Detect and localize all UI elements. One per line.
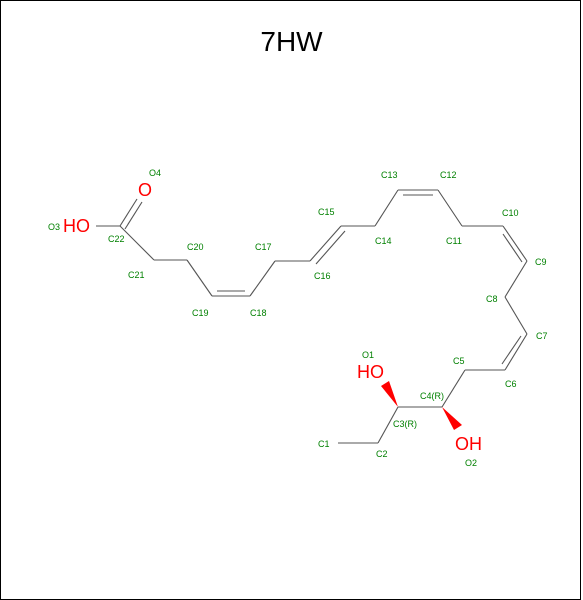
atom-label-c7: C7	[536, 331, 548, 341]
atom-label-c3: C3(R)	[393, 419, 417, 429]
bond-lines	[96, 189, 528, 444]
bond-c16-c15-b	[315, 230, 346, 265]
atom-label-o1: O1	[362, 350, 374, 360]
bond-c12-c11	[437, 189, 463, 227]
bond-c18-c17	[249, 260, 276, 297]
bond-c7-c6-a	[504, 333, 528, 371]
atom-label-o3: O3	[48, 222, 60, 232]
molecule-title: 7HW	[260, 26, 323, 57]
atom-label-c15: C15	[318, 207, 335, 217]
bond-c10-c9-a	[502, 225, 528, 262]
atom-labels: O1 O2 O3 O4 C1 C2 C3(R) C4(R) C5 C6 C7 C…	[48, 168, 548, 468]
bond-c9-c8	[504, 260, 528, 298]
stereo-wedges	[381, 381, 462, 430]
atom-label-c10: C10	[502, 208, 519, 218]
atom-label-c5: C5	[453, 356, 465, 366]
atom-label-c4: C4(R)	[420, 391, 444, 401]
bond-c20-c19	[186, 259, 213, 297]
bond-c8-c7	[504, 296, 528, 335]
hydroxyl-o2-label: OH	[455, 434, 482, 454]
atom-label-c20: C20	[187, 242, 204, 252]
bond-c3-c2	[377, 406, 399, 444]
bond-c5-c4	[441, 369, 466, 408]
atom-label-c21: C21	[128, 270, 145, 280]
atom-label-c19: C19	[192, 308, 209, 318]
atom-label-c18: C18	[250, 308, 267, 318]
atom-label-o4: O4	[149, 168, 161, 178]
heteroatom-labels: HO OH HO O	[63, 180, 482, 454]
wedge-c3-o1	[381, 381, 398, 407]
carboxyl-hydroxyl-label: HO	[63, 216, 90, 236]
bond-c14-c13	[374, 189, 399, 227]
molecule-diagram: HO OH HO O O1 O2 O3 O4 C1 C2 C3(R) C4(R)…	[48, 168, 548, 468]
atom-label-c17: C17	[255, 242, 272, 252]
atom-label-c1: C1	[318, 439, 330, 449]
bond-c22-c21	[119, 225, 155, 261]
atom-label-o2: O2	[465, 458, 477, 468]
bond-c22-o4-b	[124, 201, 143, 230]
atom-label-c14: C14	[375, 236, 392, 246]
bond-c10-c9-b	[502, 233, 523, 263]
carbonyl-oxygen-label: O	[138, 180, 152, 200]
atom-label-c6: C6	[505, 379, 517, 389]
wedge-c4-o2	[442, 407, 462, 430]
bond-c22-o4-a	[119, 198, 138, 227]
atom-label-c16: C16	[314, 271, 331, 281]
atom-label-c2: C2	[376, 449, 388, 459]
atom-label-c9: C9	[535, 257, 547, 267]
bond-c16-c15-a	[309, 225, 342, 262]
atom-label-c12: C12	[440, 170, 457, 180]
atom-label-c11: C11	[446, 236, 462, 246]
bond-c7-c6-b	[501, 335, 522, 365]
atom-label-c8: C8	[486, 294, 498, 304]
hydroxyl-o1-label: HO	[357, 362, 384, 382]
atom-label-c13: C13	[381, 170, 398, 180]
atom-label-c22: C22	[108, 234, 125, 244]
